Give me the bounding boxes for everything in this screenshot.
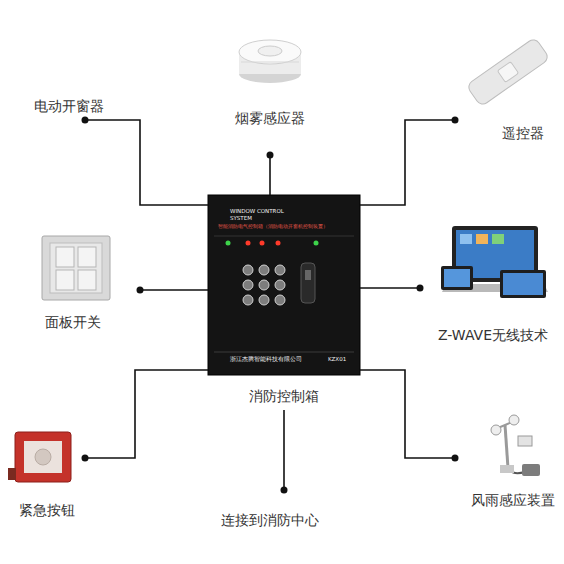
emergency-button-node: 紧急按钮	[8, 425, 85, 520]
wireless-node: Z-WAVE无线技术	[420, 222, 550, 344]
endpoint-dot	[452, 455, 459, 462]
window-opener-node: 电动开窗器	[28, 98, 110, 120]
node-caption: 紧急按钮	[8, 502, 85, 519]
connector-line	[360, 287, 420, 289]
panel-label: 浙江杰腾智能科技有限公司	[230, 356, 320, 363]
node-caption: 烟雾感应器	[225, 110, 315, 127]
connector-line	[360, 370, 455, 458]
node-caption: 风雨感应装置	[463, 492, 563, 509]
remote-node: 遥控器	[455, 35, 550, 145]
control-box-illustration	[208, 195, 360, 375]
connector-line	[85, 120, 208, 205]
smoke-detector-illustration	[239, 40, 301, 83]
endpoint-dot	[137, 287, 144, 294]
weather-sensor-node: 风雨感应装置	[455, 415, 555, 510]
emergency-button-illustration	[8, 432, 71, 482]
endpoint-dot	[82, 117, 89, 124]
panel-label: WINDOW CONTROL SYSTEM	[230, 208, 290, 221]
endpoint-dot	[281, 487, 288, 494]
node-caption: 连接到消防中心	[220, 512, 320, 529]
node-caption: 电动开窗器	[28, 98, 110, 115]
node-caption: Z-WAVE无线技术	[428, 327, 558, 344]
panel-switch-illustration	[42, 236, 110, 300]
fire-center-node: 连接到消防中心	[220, 490, 320, 530]
endpoint-dot	[82, 455, 89, 462]
control-box-node: WINDOW CONTROL SYSTEM 智能消防电气控制箱（消防电动开窗机控制…	[208, 195, 360, 375]
connector-line	[360, 120, 455, 205]
panel-label: 智能消防电气控制箱（消防电动开窗机控制装置）	[218, 223, 353, 229]
smoke-detector-node: 烟雾感应器	[225, 30, 315, 155]
remote-illustration	[466, 37, 550, 106]
connector-line	[269, 155, 271, 195]
weather-sensor-illustration	[491, 415, 540, 476]
node-caption: 遥控器	[495, 125, 550, 142]
tablet-illustration	[441, 226, 548, 298]
connector-line	[283, 410, 285, 490]
node-caption: 面板开关	[35, 314, 110, 331]
panel-switch-node: 面板开关	[35, 232, 140, 332]
connector-line	[140, 289, 208, 291]
endpoint-dot	[267, 152, 274, 159]
panel-label: 消防控制箱	[208, 388, 360, 405]
connector-line	[85, 370, 208, 458]
endpoint-dot	[417, 285, 424, 292]
panel-label: KZX01	[328, 356, 356, 363]
endpoint-dot	[452, 117, 459, 124]
